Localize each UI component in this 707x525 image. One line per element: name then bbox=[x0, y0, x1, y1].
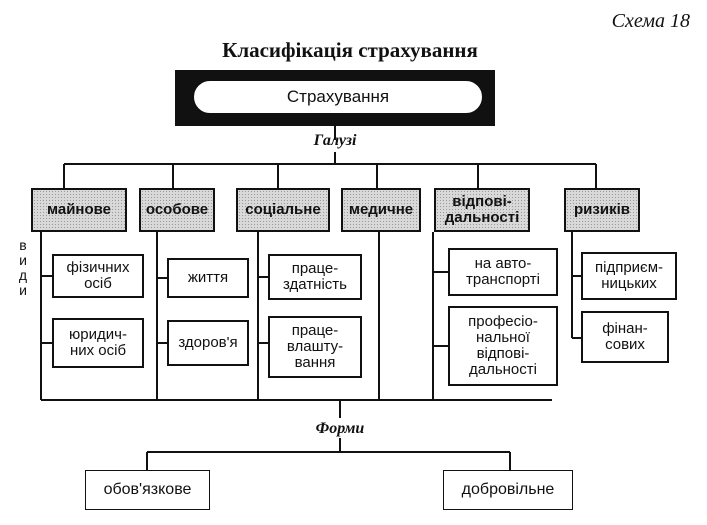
category-liability: відпові- дальності bbox=[434, 188, 530, 232]
form-mandatory: обов'язкове bbox=[85, 470, 210, 510]
category-personal: особове bbox=[139, 188, 215, 232]
types-label: види bbox=[18, 237, 28, 298]
sub-financial: фінан- сових bbox=[581, 311, 669, 363]
sub-employment: праце- влашту- вання bbox=[268, 316, 362, 378]
forms-label: Форми bbox=[315, 420, 365, 437]
sub-legal-entities: юридич- них осіб bbox=[52, 318, 144, 368]
sub-individuals: фізичних осіб bbox=[52, 254, 144, 298]
category-risks: ризиків bbox=[564, 188, 640, 232]
category-property: майнове bbox=[31, 188, 127, 232]
root-node: Страхування bbox=[193, 80, 483, 114]
diagram-title: Класифікація страхування bbox=[222, 38, 478, 62]
sub-work-capacity: праце- здатність bbox=[268, 254, 362, 300]
category-social: соціальне bbox=[236, 188, 330, 232]
sub-health: здоров'я bbox=[167, 320, 249, 366]
sub-life: життя bbox=[167, 258, 249, 298]
form-voluntary: добровільне bbox=[443, 470, 573, 510]
sub-entrepreneurial: підприєм- ницьких bbox=[581, 252, 677, 300]
branches-label: Галузі bbox=[313, 132, 357, 149]
category-medical: медичне bbox=[341, 188, 421, 232]
sub-motor-transport: на авто- транспорті bbox=[448, 248, 558, 296]
scheme-number: Схема 18 bbox=[611, 10, 690, 32]
sub-professional-liability: професіо- нальної відпові- дальності bbox=[448, 306, 558, 386]
